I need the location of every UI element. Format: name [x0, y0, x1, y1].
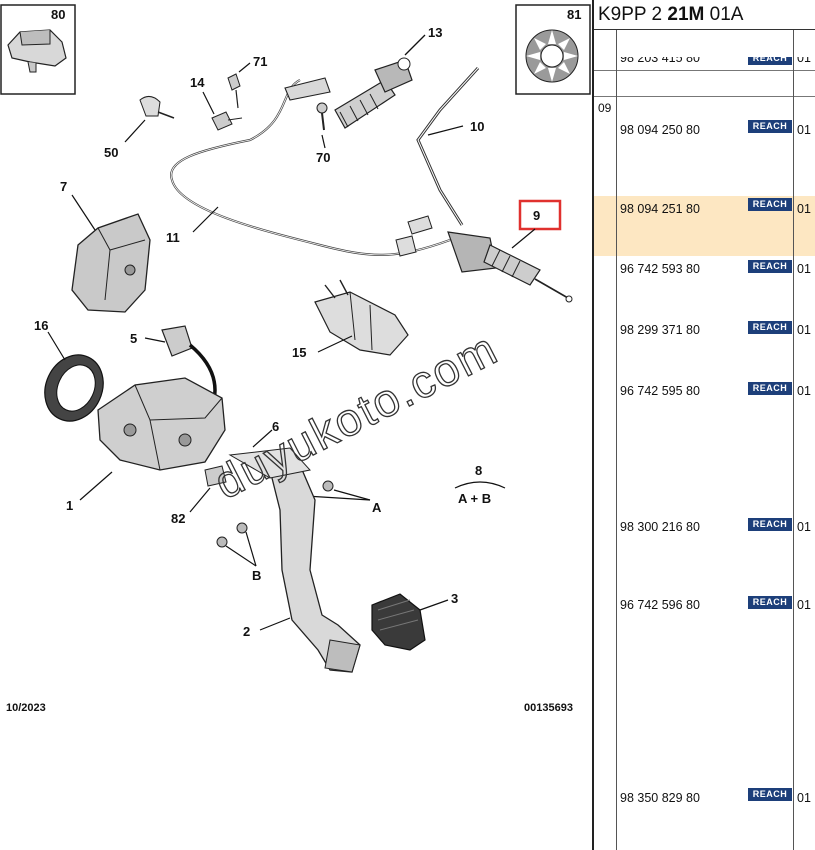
reference-header: K9PP 2 21M 01A [594, 0, 815, 30]
callout-b: B [252, 568, 261, 583]
callout-6: 6 [272, 419, 279, 434]
reach-badge: REACH [748, 57, 792, 65]
callout-70: 70 [316, 150, 330, 165]
part-number: 98 203 415 80 [620, 57, 700, 65]
header-prefix: K9PP 2 [598, 4, 668, 25]
callout-16: 16 [34, 318, 48, 333]
quantity: 01 [797, 323, 811, 337]
callout-81: 81 [567, 7, 581, 22]
quantity: 01 [797, 791, 811, 805]
parts-diagram: 80 81 13 71 14 50 [0, 4, 591, 714]
row-partial[interactable]: 98 203 415 80 REACH 01 [594, 57, 815, 71]
callout-a-plus-b: A + B [458, 491, 491, 506]
slave-cylinder[interactable] [284, 57, 413, 129]
part-number: 98 094 250 80 [620, 123, 700, 137]
callout-9: 9 [533, 208, 540, 223]
column-divider [616, 30, 617, 850]
master-cylinder-9[interactable] [395, 215, 573, 303]
part-number: 98 300 216 80 [620, 520, 700, 534]
reach-badge: REACH [748, 382, 792, 395]
clip-50[interactable] [139, 96, 175, 119]
callout-10: 10 [470, 119, 484, 134]
quantity: 01 [797, 262, 811, 276]
row-3[interactable]: 96 742 593 80 REACH 01 [594, 258, 815, 318]
watermark: duyukoto.com [206, 322, 506, 509]
clutch-pedal-2[interactable] [228, 447, 361, 673]
row-2-selected[interactable]: 98 094 251 80 REACH 01 [594, 196, 815, 256]
callout-5: 5 [130, 331, 137, 346]
callout-50: 50 [104, 145, 118, 160]
clutch-sensor-71[interactable] [227, 73, 241, 109]
row-divider [594, 96, 815, 97]
reach-badge: REACH [748, 596, 792, 609]
reference-panel: K9PP 2 21M 01A 98 203 415 80 REACH 01 09… [592, 0, 815, 850]
screw-70[interactable] [316, 102, 328, 131]
header-bold: 21M [667, 4, 705, 25]
pedal-box-1[interactable] [97, 377, 226, 471]
callout-8: 8 [475, 463, 482, 478]
quantity: 01 [797, 598, 811, 612]
gear-cable-10[interactable] [416, 66, 480, 226]
pedal-pad-3[interactable] [371, 593, 426, 651]
group-code: 09 [598, 101, 612, 115]
nuts-b[interactable] [216, 522, 248, 548]
row-8[interactable]: 98 350 829 80 REACH 01 [594, 786, 815, 846]
quantity: 01 [797, 520, 811, 534]
callout-14: 14 [190, 75, 205, 90]
row-divider [594, 70, 815, 71]
callout-13: 13 [428, 25, 442, 40]
quantity: 01 [797, 123, 811, 137]
sensor-clip-14[interactable] [211, 111, 243, 131]
part-number: 98 299 371 80 [620, 323, 700, 337]
callout-9-highlight-box[interactable] [518, 199, 562, 231]
callout-80: 80 [51, 7, 65, 22]
part-number: 96 742 593 80 [620, 262, 700, 276]
clip-82[interactable] [204, 465, 227, 487]
callout-2: 2 [243, 624, 250, 639]
reach-badge: REACH [748, 518, 792, 531]
callout-3: 3 [451, 591, 458, 606]
callout-71: 71 [253, 54, 267, 69]
reach-badge: REACH [748, 120, 792, 133]
callout-7: 7 [60, 179, 67, 194]
row-4[interactable]: 98 299 371 80 REACH 01 [594, 319, 815, 379]
row-5[interactable]: 96 742 595 80 REACH 01 [594, 380, 815, 440]
header-suffix: 01A [704, 4, 744, 25]
callout-15: 15 [292, 345, 306, 360]
seal-ring-16[interactable] [34, 345, 113, 430]
reach-badge: REACH [748, 788, 792, 801]
clutch-hose[interactable] [170, 79, 451, 256]
legend-8: 8 A + B [454, 463, 506, 506]
callout-a: A [372, 500, 382, 515]
thumbnail-80[interactable]: 80 [0, 4, 76, 95]
reach-badge: REACH [748, 260, 792, 273]
support-bracket-15[interactable] [314, 279, 409, 356]
part-number: 96 742 596 80 [620, 598, 700, 612]
row-6[interactable]: 98 300 216 80 REACH 01 [594, 516, 815, 576]
reach-badge: REACH [748, 198, 792, 211]
part-number: 98 094 251 80 [620, 202, 700, 216]
pedal-bracket-7[interactable] [71, 213, 151, 313]
footer-code: 00135693 [524, 702, 573, 714]
footer-date: 10/2023 [6, 702, 46, 714]
callout-82: 82 [171, 511, 185, 526]
row-7[interactable]: 96 742 596 80 REACH 01 [594, 594, 815, 654]
quantity: 01 [797, 57, 811, 65]
callout-11: 11 [166, 230, 180, 245]
thumbnail-81[interactable]: 81 [515, 4, 591, 95]
part-number: 96 742 595 80 [620, 384, 700, 398]
column-divider [793, 30, 794, 850]
callout-1: 1 [66, 498, 73, 513]
row-1[interactable]: 98 094 250 80 REACH 01 [594, 118, 815, 178]
part-number: 98 350 829 80 [620, 791, 700, 805]
reach-badge: REACH [748, 321, 792, 334]
quantity: 01 [797, 384, 811, 398]
quantity: 01 [797, 202, 811, 216]
